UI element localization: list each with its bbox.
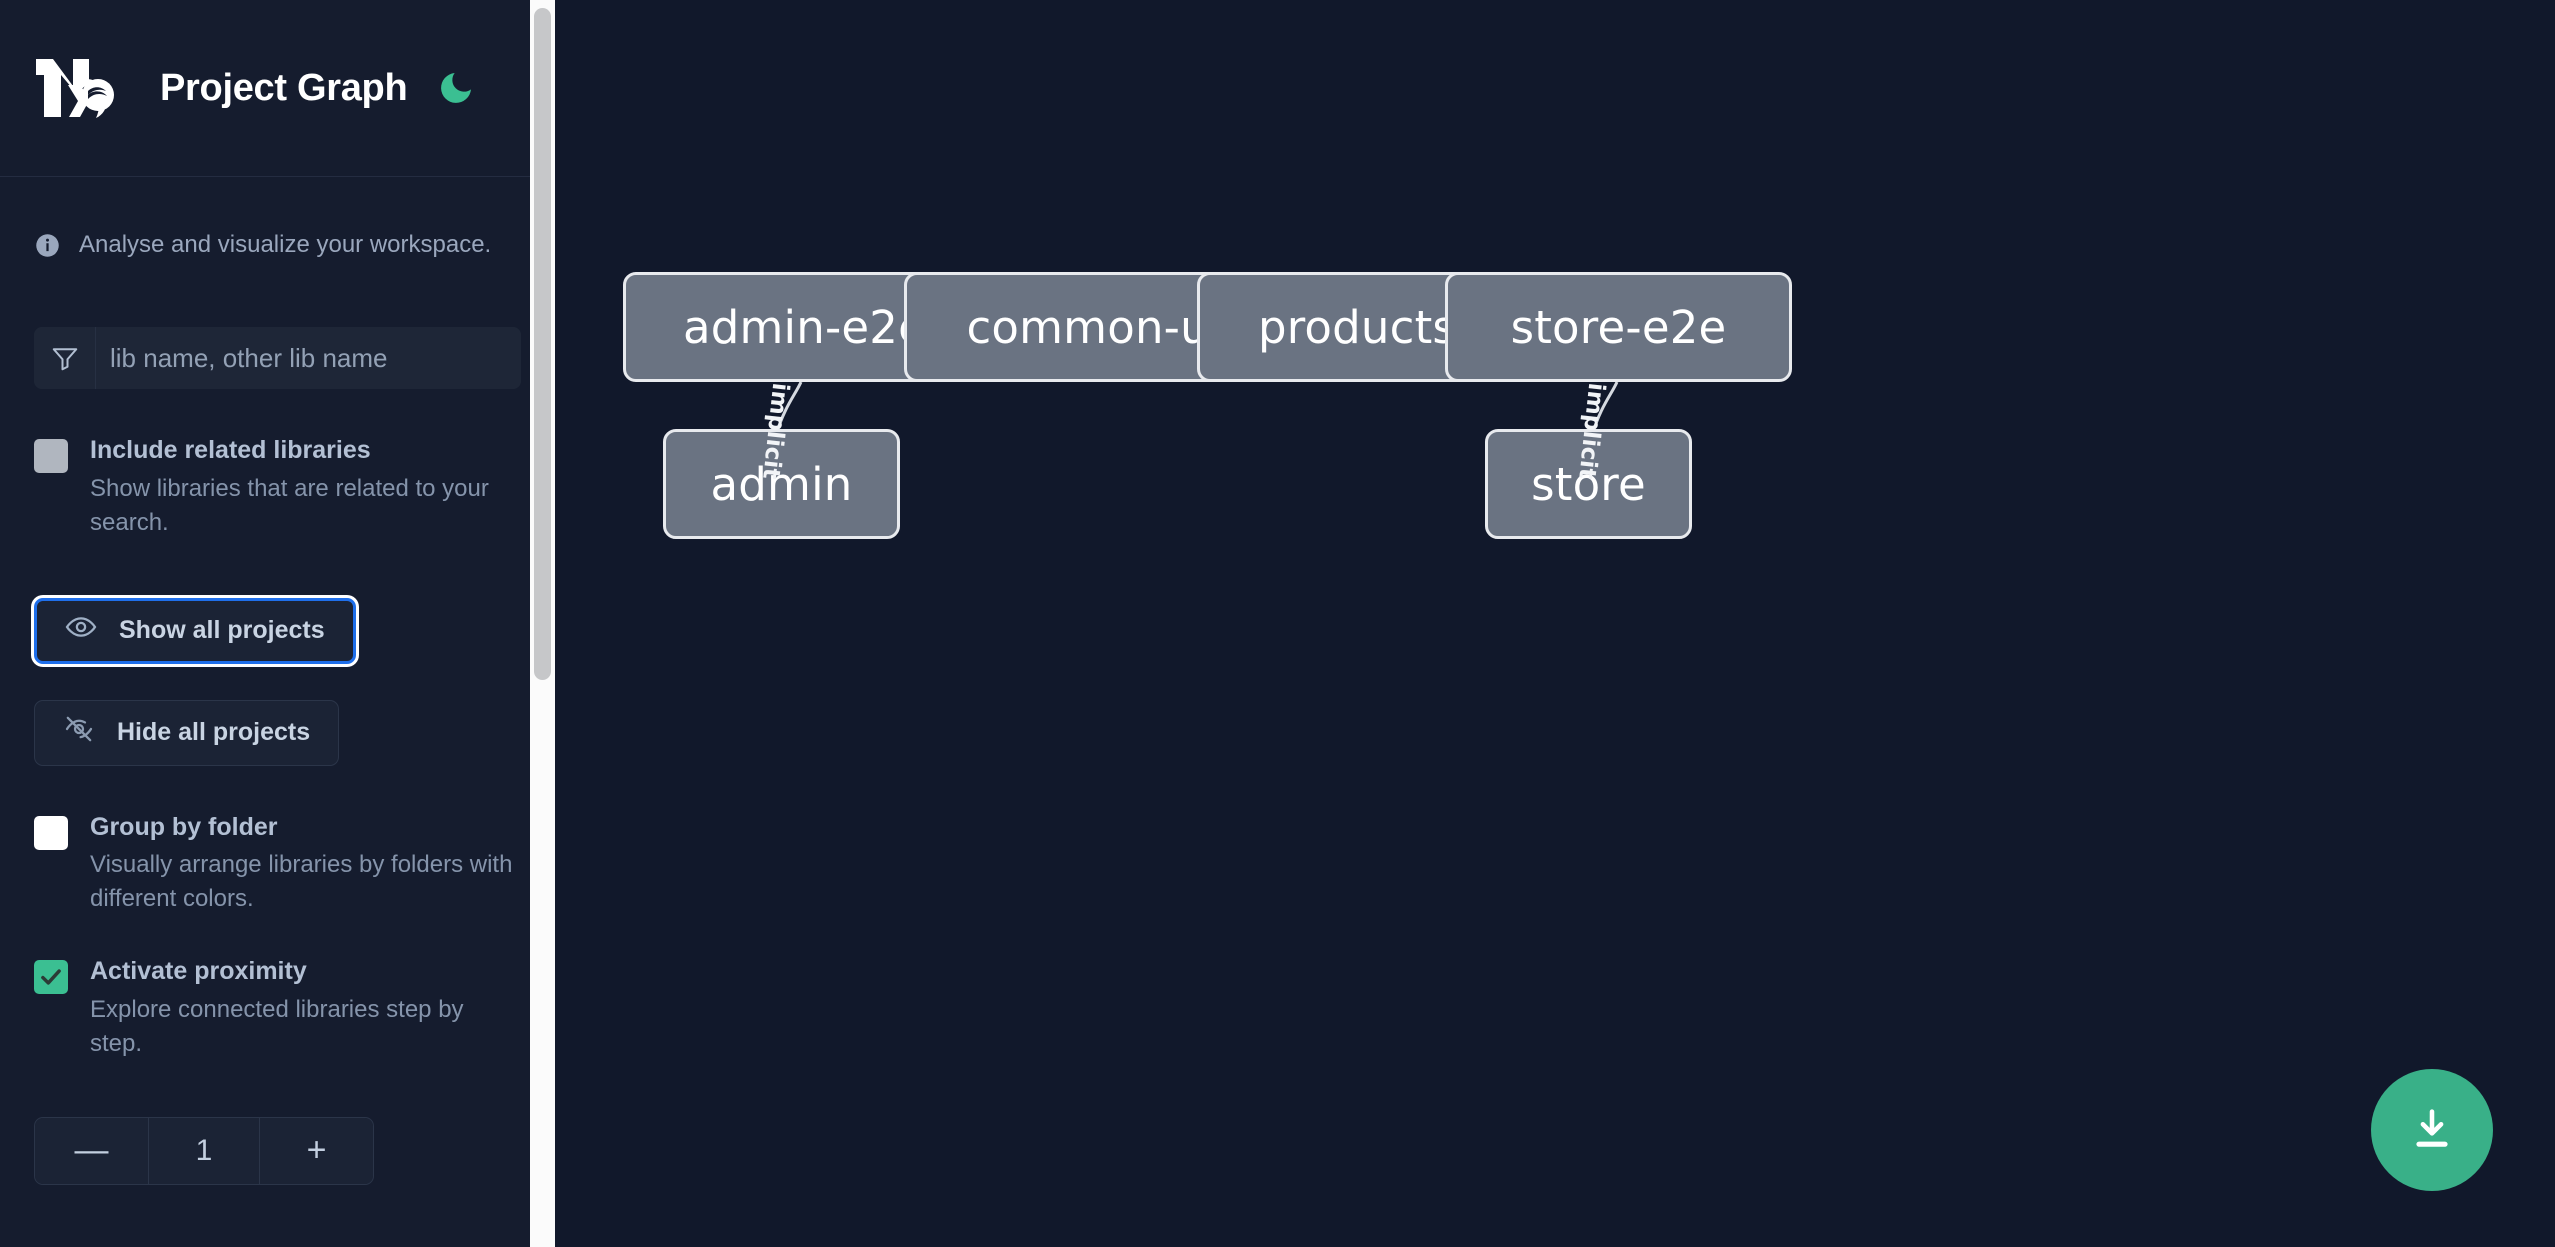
show-all-projects-button[interactable]: Show all projects [34,597,356,664]
option-description: Show libraries that are related to your … [90,474,489,536]
filter-field[interactable] [34,327,521,389]
graph-node-store[interactable]: store [1485,429,1692,539]
funnel-icon [34,327,96,389]
nx-logo [34,55,130,121]
page-title: Project Graph [160,66,408,109]
graph-node-store-e2e[interactable]: store-e2e [1445,272,1792,382]
checkbox-include-related-libraries[interactable] [34,439,68,473]
sidebar-scrollbar-thumb[interactable] [534,8,551,680]
graph-edges [748,381,1619,534]
sidebar: Project Graph Analyse and visualize your… [0,0,555,1247]
download-button[interactable] [2371,1069,2493,1191]
graph-canvas[interactable]: admin-e2e common-ui products store-e2e a… [555,0,2555,1247]
sidebar-body: Analyse and visualize your workspace. In… [0,177,555,1185]
stepper-increment-button[interactable]: + [260,1117,373,1184]
show-all-projects-label: Show all projects [119,616,325,645]
hide-all-projects-button[interactable]: Hide all projects [34,699,340,766]
checkbox-group-by-folder[interactable] [34,815,68,850]
proximity-stepper[interactable]: — 1 + [34,1116,374,1185]
option-description: Explore connected libraries step by step… [90,995,464,1057]
checkbox-activate-proximity[interactable] [34,960,68,995]
info-icon [34,232,61,259]
moon-icon[interactable] [435,67,477,109]
option-label: Include related libraries [90,436,371,464]
eye-off-icon [63,713,95,752]
graph-node-admin[interactable]: admin [663,429,900,539]
stepper-value: 1 [148,1117,260,1184]
workspace-hint: Analyse and visualize your workspace. [34,177,521,259]
sidebar-scrollbar[interactable] [530,0,555,1247]
eye-icon [65,611,97,650]
option-group-by-folder[interactable]: Group by folder Visually arrange librari… [34,812,521,917]
hide-all-projects-label: Hide all projects [117,718,311,747]
option-activate-proximity[interactable]: Activate proximity Explore connected lib… [34,956,521,1061]
stepper-decrement-button[interactable]: — [35,1117,148,1184]
option-label: Group by folder [90,812,278,841]
option-label: Activate proximity [90,957,307,986]
search-input[interactable] [96,327,521,389]
download-icon [2406,1103,2458,1158]
sidebar-header: Project Graph [0,0,555,177]
option-include-related-libraries[interactable]: Include related libraries Show libraries… [34,435,521,540]
workspace-hint-text: Analyse and visualize your workspace. [79,231,492,258]
option-description: Visually arrange libraries by folders wi… [90,851,513,913]
